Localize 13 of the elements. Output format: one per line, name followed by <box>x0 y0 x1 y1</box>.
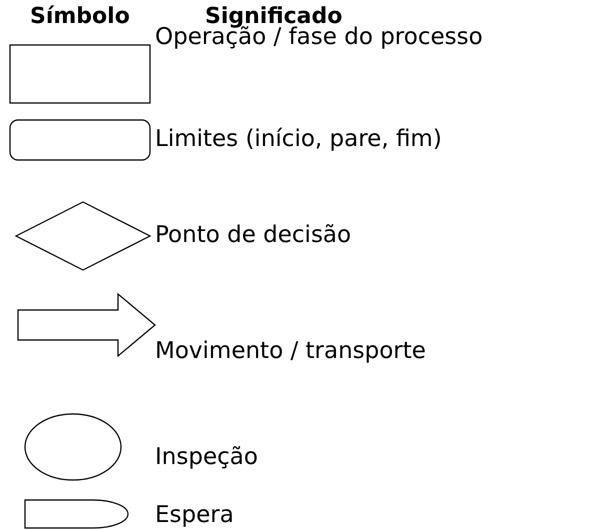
decision-diamond <box>14 201 152 271</box>
delay-d-shape <box>24 499 129 529</box>
inspection-ellipse <box>24 413 122 481</box>
block-arrow <box>17 292 156 358</box>
symbol-meaning: Ponto de decisão <box>155 222 352 248</box>
terminal-rounded-rectangle <box>9 119 151 161</box>
process-rectangle <box>9 44 151 104</box>
column-heading: Significado <box>205 4 342 29</box>
symbol-meaning: Espera <box>155 502 234 528</box>
symbol-meaning: Limites (início, pare, fim) <box>155 126 442 152</box>
symbol-meaning: Movimento / transporte <box>155 338 426 364</box>
symbol-meaning: Inspeção <box>155 444 258 470</box>
column-heading: Símbolo <box>30 4 130 29</box>
